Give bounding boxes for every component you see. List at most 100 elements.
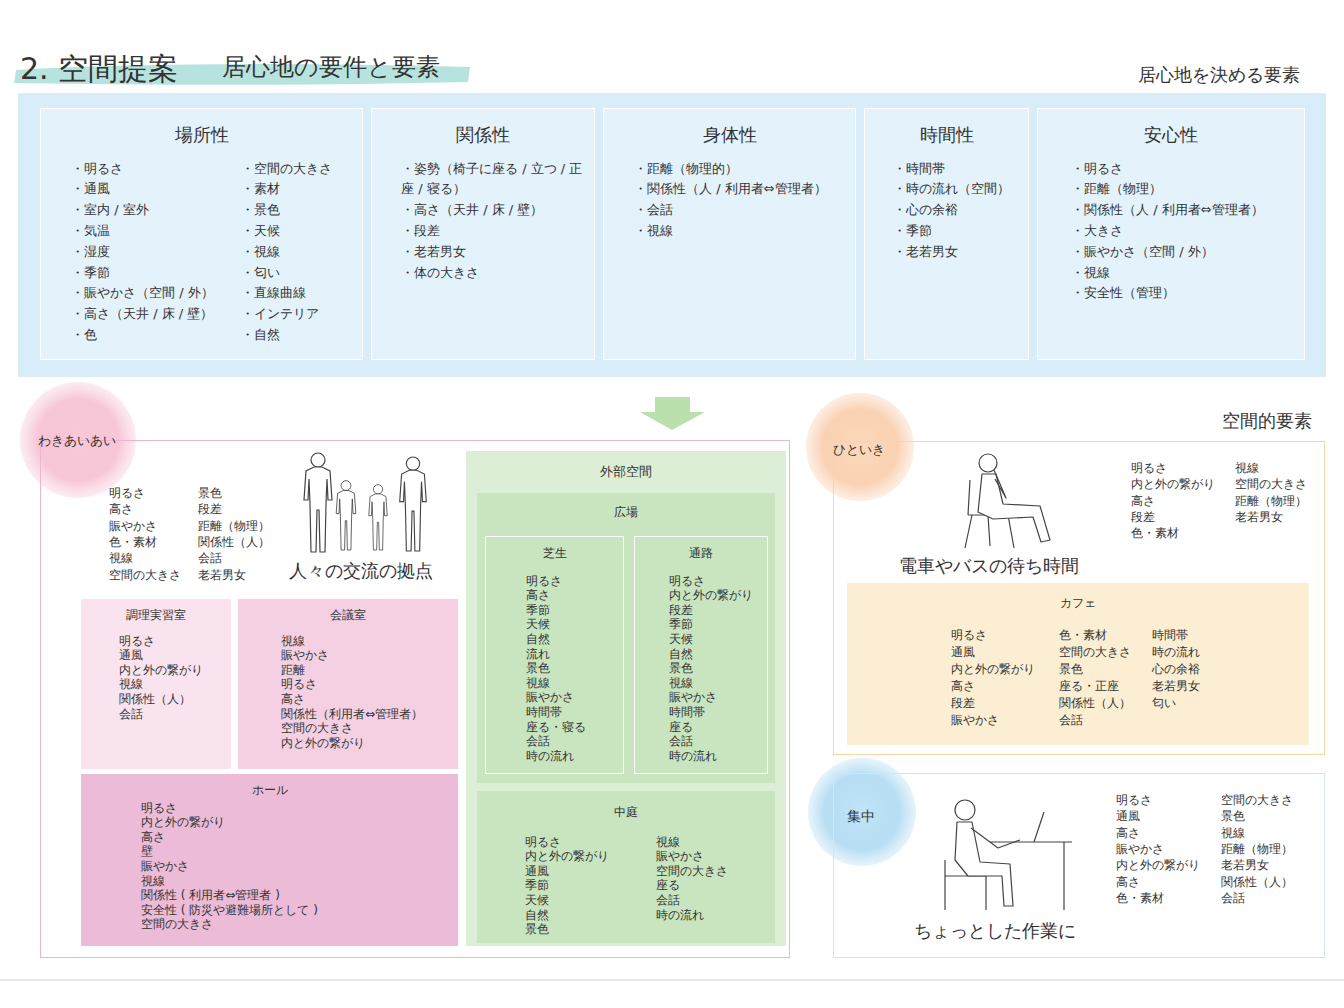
outdoor-box: 芝生明るさ高さ季節天候自然流れ景色視線賑やかさ時間帯座る・寝る会話時の流れ通路明… — [466, 451, 786, 946]
item-column: 明るさ通風高さ賑やかさ内と外の繋がり高さ色・素材 — [1116, 792, 1200, 907]
list-item: 高さ — [281, 692, 423, 707]
list-item: 色・素材 — [1116, 890, 1200, 906]
list-item: 高さ — [951, 678, 1035, 695]
item-column: ・明るさ・距離（物理）・関係性（人 / 利用者⇔管理者）・大きさ・賑やかさ（空間… — [1071, 159, 1264, 305]
list-item: 内と外の繋がり — [951, 661, 1035, 678]
box-heading: ホール — [81, 783, 458, 799]
list-item: 高さ — [1116, 874, 1200, 890]
list-item: ・季節 — [893, 221, 1010, 242]
list-item: 時の流れ — [656, 908, 728, 923]
list-item: 通風 — [119, 648, 203, 663]
list-item: 賑やかさ — [951, 712, 1035, 729]
item-column: 明るさ内と外の繋がり高さ壁賑やかさ視線関係性 ( 利用者⇔管理者 )安全性 ( … — [141, 801, 318, 932]
space-group: 集中ちょっとした作業に明るさ通風高さ賑やかさ内と外の繋がり高さ色・素材空間の大き… — [833, 773, 1325, 958]
list-item: 関係性（人） — [1221, 874, 1293, 890]
bottom-rule — [0, 980, 1344, 981]
list-item: 老若男女 — [1152, 678, 1200, 695]
item-column: 明るさ内と外の繋がり高さ段差色・素材 — [1131, 460, 1215, 542]
list-item: 座る — [656, 878, 728, 893]
item-column: 明るさ通風内と外の繋がり視線関係性（人）会話 — [119, 634, 203, 722]
list-item: 会話 — [119, 707, 203, 722]
list-item: ・高さ（天井 / 床 / 壁） — [71, 304, 214, 325]
list-item: 距離（物理） — [198, 518, 270, 534]
item-column: 明るさ高さ季節天候自然流れ景色視線賑やかさ時間帯座る・寝る会話時の流れ — [526, 574, 586, 764]
list-item: ・色 — [71, 325, 214, 346]
item-column: 明るさ内と外の繋がり通風季節天候自然景色 — [525, 835, 609, 937]
item-column: 視線賑やかさ距離明るさ高さ関係性（利用者⇔管理者）空間の大きさ内と外の繋がり — [281, 634, 423, 751]
list-item: 時の流れ — [1152, 644, 1200, 661]
list-item: ・関係性（人 / 利用者⇔管理者） — [1071, 200, 1264, 221]
list-item: 空間の大きさ — [1059, 644, 1131, 661]
list-item: 老若男女 — [198, 567, 270, 583]
list-item: 賑やかさ — [141, 859, 318, 874]
item-column: 色・素材空間の大きさ景色座る・正座関係性（人）会話 — [1059, 627, 1131, 729]
item-column: 時間帯時の流れ心の余裕老若男女匂い — [1152, 627, 1200, 712]
list-item: 色・素材 — [1131, 525, 1215, 541]
item-column: ・明るさ・通風・室内 / 室外・気温・湿度・季節・賑やかさ（空間 / 外）・高さ… — [71, 159, 214, 346]
list-item: 自然 — [526, 632, 586, 647]
box-heading: 通路 — [635, 546, 767, 562]
list-item: 視線 — [119, 677, 203, 692]
outdoor-box: 中庭明るさ内と外の繋がり通風季節天候自然景色視線賑やかさ空間の大きさ座る会話時の… — [477, 791, 775, 943]
list-item: 時間帯 — [669, 705, 753, 720]
list-item: ・老若男女 — [401, 242, 586, 263]
box-heading: 外部空間 — [466, 464, 786, 481]
list-item: 関係性（人） — [119, 692, 203, 707]
list-item: 内と外の繋がり — [119, 663, 203, 678]
box-heading: 身体性 — [604, 123, 855, 146]
list-item: 座る — [669, 720, 753, 735]
list-item: 視線 — [669, 676, 753, 691]
list-item: ・自然 — [241, 325, 332, 346]
list-item: 視線 — [1221, 825, 1293, 841]
list-item: 座る・正座 — [1059, 678, 1131, 695]
list-item: 段差 — [951, 695, 1035, 712]
list-item: 天候 — [525, 893, 609, 908]
list-item: ・インテリア — [241, 304, 332, 325]
list-item: ・明るさ — [1071, 159, 1264, 180]
outdoor-box: 芝生明るさ高さ季節天候自然流れ景色視線賑やかさ時間帯座る・寝る会話時の流れ通路明… — [477, 493, 775, 783]
list-item: ・高さ（天井 / 床 / 壁） — [401, 200, 586, 221]
list-item: 時間帯 — [1152, 627, 1200, 644]
list-item: 空間の大きさ — [1221, 792, 1293, 808]
outdoor-box: 芝生明るさ高さ季節天候自然流れ景色視線賑やかさ時間帯座る・寝る会話時の流れ — [485, 536, 624, 774]
list-item: ・視線 — [1071, 263, 1264, 284]
list-item: ・賑やかさ（空間 / 外） — [71, 283, 214, 304]
list-item: 関係性 ( 利用者⇔管理者 ) — [141, 888, 318, 903]
list-item: 時間帯 — [526, 705, 586, 720]
list-item: 空間の大きさ — [141, 917, 318, 932]
list-item: 明るさ — [951, 627, 1035, 644]
list-item: 流れ — [526, 647, 586, 662]
box-heading: 安心性 — [1038, 123, 1304, 146]
list-item: 明るさ — [281, 677, 423, 692]
category-box: 身体性・距離（物理的）・関係性（人 / 利用者⇔管理者）・会話・視線 — [603, 108, 856, 360]
list-item: ・時の流れ（空間） — [893, 179, 1010, 200]
list-item: ・関係性（人 / 利用者⇔管理者） — [634, 179, 827, 200]
item-column: 視線賑やかさ空間の大きさ座る会話時の流れ — [656, 835, 728, 923]
list-item: 天候 — [526, 617, 586, 632]
box-heading: 中庭 — [477, 805, 775, 821]
list-item: ・通風 — [71, 179, 214, 200]
list-item: 会話 — [1221, 890, 1293, 906]
list-item: 季節 — [669, 617, 753, 632]
list-item: 自然 — [525, 908, 609, 923]
room-box: ホール明るさ内と外の繋がり高さ壁賑やかさ視線関係性 ( 利用者⇔管理者 )安全性… — [81, 774, 458, 946]
section-label: 居心地を決める要素 — [1138, 63, 1300, 86]
subtitle: 居心地の要件と要素 — [222, 52, 440, 83]
list-item: 賑やかさ — [656, 849, 728, 864]
list-item: 視線 — [656, 835, 728, 850]
box-heading: 芝生 — [486, 546, 623, 562]
item-column: ・時間帯・時の流れ（空間）・心の余裕・季節・老若男女 — [893, 159, 1010, 263]
list-item: 明るさ — [119, 634, 203, 649]
list-item: ・匂い — [241, 263, 332, 284]
list-item: 会話 — [656, 893, 728, 908]
list-item: 関係性（人） — [1059, 695, 1131, 712]
list-item: 景色 — [526, 661, 586, 676]
item-column: 明るさ高さ賑やかさ色・素材視線空間の大きさ — [109, 485, 181, 583]
list-item: ・体の大きさ — [401, 263, 586, 284]
category-box: 安心性・明るさ・距離（物理）・関係性（人 / 利用者⇔管理者）・大きさ・賑やかさ… — [1037, 108, 1305, 360]
list-item: 座る・寝る — [526, 720, 586, 735]
list-item: ・会話 — [634, 200, 827, 221]
list-item: ・視線 — [241, 242, 332, 263]
list-item: ・湿度 — [71, 242, 214, 263]
item-column: 空間の大きさ景色視線距離（物理）老若男女関係性（人）会話 — [1221, 792, 1293, 907]
